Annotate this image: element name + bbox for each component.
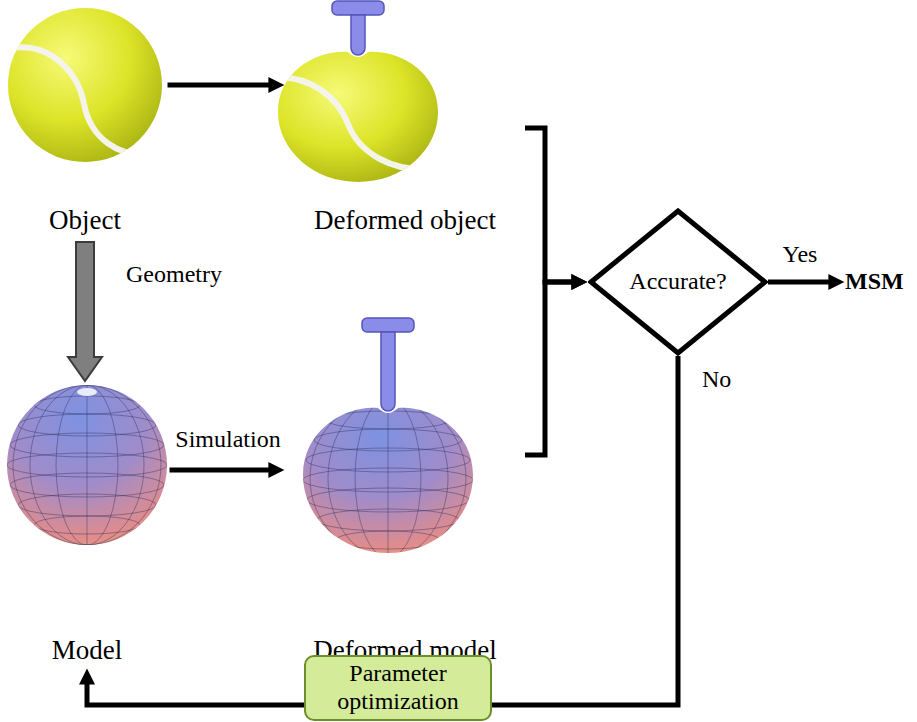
flow-arrow (525, 128, 581, 282)
deformed-sphere-model (303, 398, 473, 560)
edge-label: Geometry (124, 261, 224, 289)
diamond-shape (591, 211, 765, 353)
flow-arrow (87, 675, 304, 705)
decision-diamond: Accurate? (588, 208, 768, 356)
node-text: MSM (845, 268, 904, 296)
process-box: Parameter optimization (304, 655, 492, 720)
indenter-probe (362, 318, 414, 411)
edge-label: No (700, 366, 733, 394)
flow-arrow (492, 356, 678, 705)
block-arrow (68, 242, 102, 381)
deformed-tennis-ball (272, 52, 444, 182)
model-sphere: Model (5, 385, 170, 668)
edge-label: Simulation (173, 426, 282, 454)
node-text: Accurate? (629, 268, 726, 296)
node-text: Object (49, 205, 121, 236)
edge-label: Yes (781, 241, 820, 269)
flow-arrow (768, 280, 838, 285)
flow-arrow (525, 282, 581, 455)
result-label: MSM (845, 268, 904, 296)
flow-arrow (170, 468, 279, 473)
node-text: Deformed object (314, 205, 496, 236)
flow-arrow (168, 83, 279, 88)
object-photo: Object (3, 8, 168, 238)
node-text: Model (52, 635, 123, 666)
sphere-model (7, 385, 167, 545)
indenter-probe (332, 1, 384, 55)
node-text: Parameter optimization (314, 660, 482, 715)
deformed-object-photo: Deformed object (285, 8, 525, 238)
tennis-ball (8, 8, 162, 162)
deformed-model-sphere: Deformed model (285, 385, 525, 668)
